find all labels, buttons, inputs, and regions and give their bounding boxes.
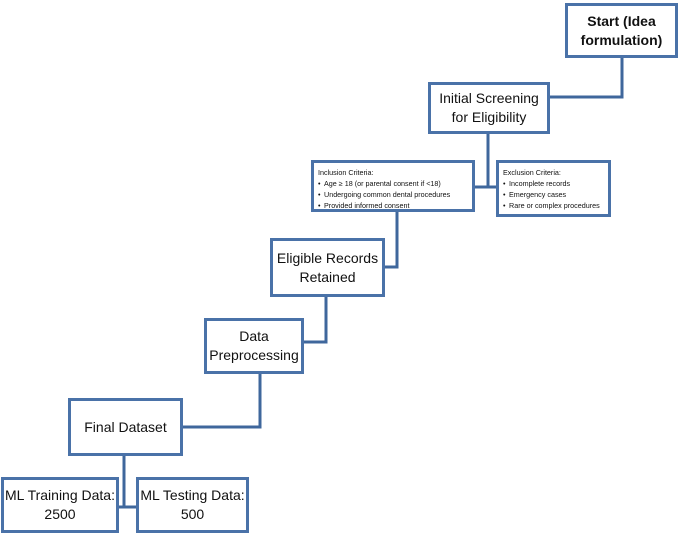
exclusion-criteria-item: Rare or complex procedures (503, 200, 600, 211)
start-node: Start (Idea formulation) (565, 3, 678, 58)
inclusion-criteria-item: Undergoing common dental procedures (318, 189, 450, 200)
connector-screening-criteria (473, 131, 490, 189)
screening-node: Initial Screening for Eligibility (428, 82, 550, 134)
connector-inclusion-eligible (382, 210, 399, 269)
ml-testing-data-line-2: 500 (180, 506, 205, 522)
inclusion-criteria-node: Inclusion Criteria: Age ≥ 18 (or parenta… (311, 160, 475, 212)
screening-node-line-2: for Eligibility (451, 109, 527, 125)
connector-start-screening (548, 55, 624, 99)
inclusion-criteria-title: Inclusion Criteria: (318, 168, 374, 177)
exclusion-criteria-item: Incomplete records (503, 178, 600, 189)
ml-training-data-node: ML Training Data: 2500 (1, 477, 119, 533)
data-preprocessing-line-1: Data (239, 328, 269, 344)
inclusion-criteria-item: Age ≥ 18 (or parental consent if <18) (318, 178, 450, 189)
ml-training-data-line-1: ML Training Data: (5, 487, 115, 503)
eligible-records-node: Eligible Records Retained (270, 238, 385, 297)
ml-testing-data-line-1: ML Testing Data: (140, 487, 245, 503)
data-preprocessing-line-2: Preprocessing (209, 347, 299, 363)
connector-eligible-preprocessing (301, 297, 328, 344)
data-preprocessing-node: Data Preprocessing (204, 318, 304, 374)
inclusion-criteria-item: Provided informed consent (318, 200, 450, 211)
exclusion-criteria-item: Emergency cases (503, 189, 600, 200)
inclusion-criteria-list: Age ≥ 18 (or parental consent if <18) Un… (318, 178, 450, 211)
eligible-records-line-2: Retained (299, 268, 356, 285)
ml-training-data-line-2: 2500 (44, 506, 76, 522)
exclusion-criteria-list: Incomplete records Emergency cases Rare … (503, 178, 600, 211)
start-node-line-1: Start (Idea (587, 12, 656, 29)
screening-node-line-1: Initial Screening (439, 90, 539, 106)
final-dataset-line-1: Final Dataset (84, 418, 167, 435)
start-node-line-2: formulation) (580, 31, 663, 48)
final-dataset-node: Final Dataset (68, 398, 183, 456)
exclusion-criteria-title: Exclusion Criteria: (503, 168, 561, 177)
exclusion-criteria-node: Exclusion Criteria: Incomplete records E… (496, 160, 611, 217)
eligible-records-line-1: Eligible Records (276, 249, 379, 266)
connector-preprocessing-final (180, 374, 262, 429)
ml-testing-data-node: ML Testing Data: 500 (136, 477, 249, 533)
